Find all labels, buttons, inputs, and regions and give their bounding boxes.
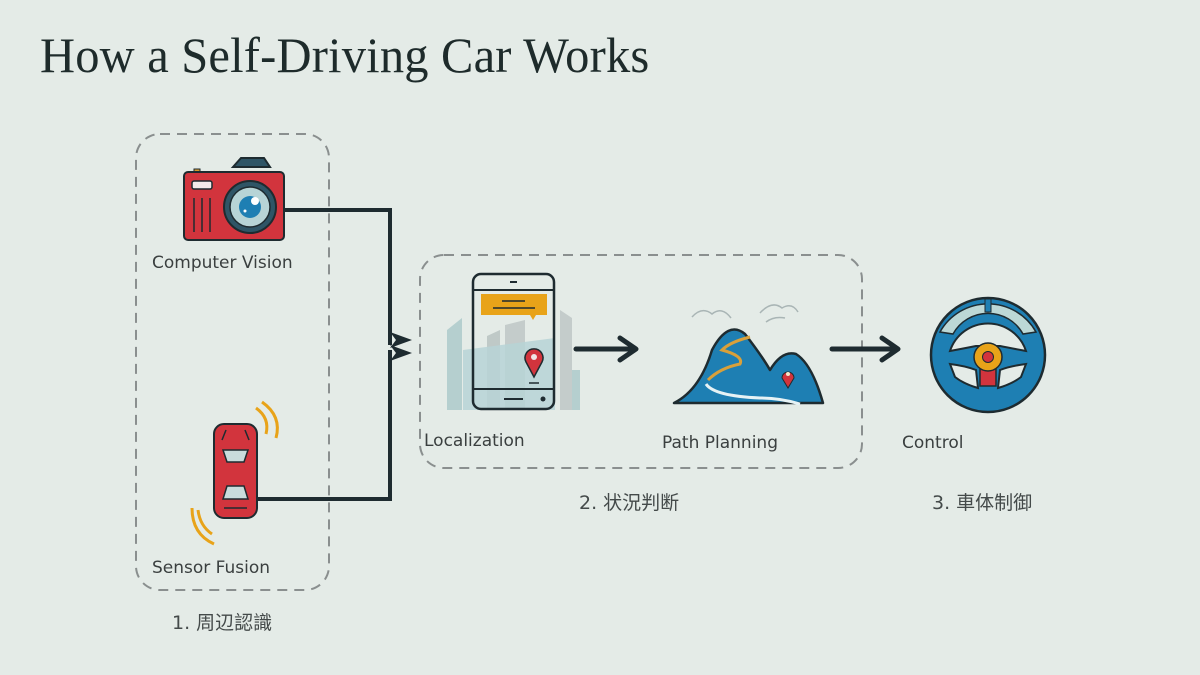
stage-label-decision: 2. 状況判断 <box>579 492 680 514</box>
mountain-path-icon <box>672 304 825 406</box>
stage-1-group-box <box>135 133 330 591</box>
merge-arrow-icon <box>390 332 412 361</box>
camera-icon <box>183 157 285 241</box>
steering-wheel-icon <box>929 296 1047 414</box>
node-label-sensor-fusion: Sensor Fusion <box>152 558 271 578</box>
node-label-localization: Localization <box>424 431 525 451</box>
connector-vision-to-localization <box>284 208 392 345</box>
arrow-planning-to-control <box>829 335 901 363</box>
arrow-localization-to-planning <box>573 335 639 363</box>
connector-sensor-to-localization <box>258 350 392 501</box>
node-label-path-planning: Path Planning <box>662 433 778 453</box>
stage-2-group-box <box>419 254 863 469</box>
stage-label-perception: 1. 周辺認識 <box>172 612 273 634</box>
car-sensor-icon <box>190 400 279 546</box>
node-label-control: Control <box>902 433 964 453</box>
stage-label-control: 3. 車体制御 <box>932 492 1033 514</box>
smartphone-map-icon <box>447 272 580 411</box>
page-title: How a Self-Driving Car Works <box>40 27 650 83</box>
node-label-computer-vision: Computer Vision <box>152 253 293 273</box>
